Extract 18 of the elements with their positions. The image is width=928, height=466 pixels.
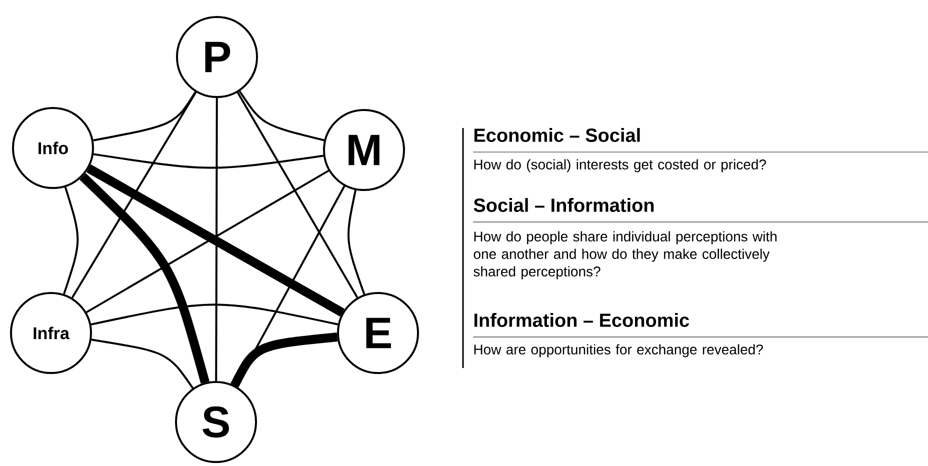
connector-line — [93, 91, 196, 142]
question-text: How do people share individual perceptions with one another and how do they make collectively shared perceptions? — [474, 231, 777, 280]
connector-line — [236, 92, 358, 298]
heading: Social – Information — [474, 198, 654, 212]
connector-line — [93, 153, 324, 169]
heading: Economic – Social — [474, 128, 640, 142]
connector-line — [79, 173, 210, 384]
connector-line — [238, 90, 324, 142]
heading: Information – Economic — [474, 313, 690, 327]
connector-line — [71, 92, 197, 298]
connector-line — [215, 98, 218, 381]
connector-line — [230, 332, 338, 388]
connector-line — [91, 338, 194, 389]
question-text: How do (social) interests get costed or priced? — [474, 159, 766, 172]
connector-line — [90, 304, 338, 326]
connector-line — [348, 190, 366, 295]
connector-line — [63, 186, 79, 294]
question-text: How are opportunities for exchange revealed? — [474, 344, 763, 358]
